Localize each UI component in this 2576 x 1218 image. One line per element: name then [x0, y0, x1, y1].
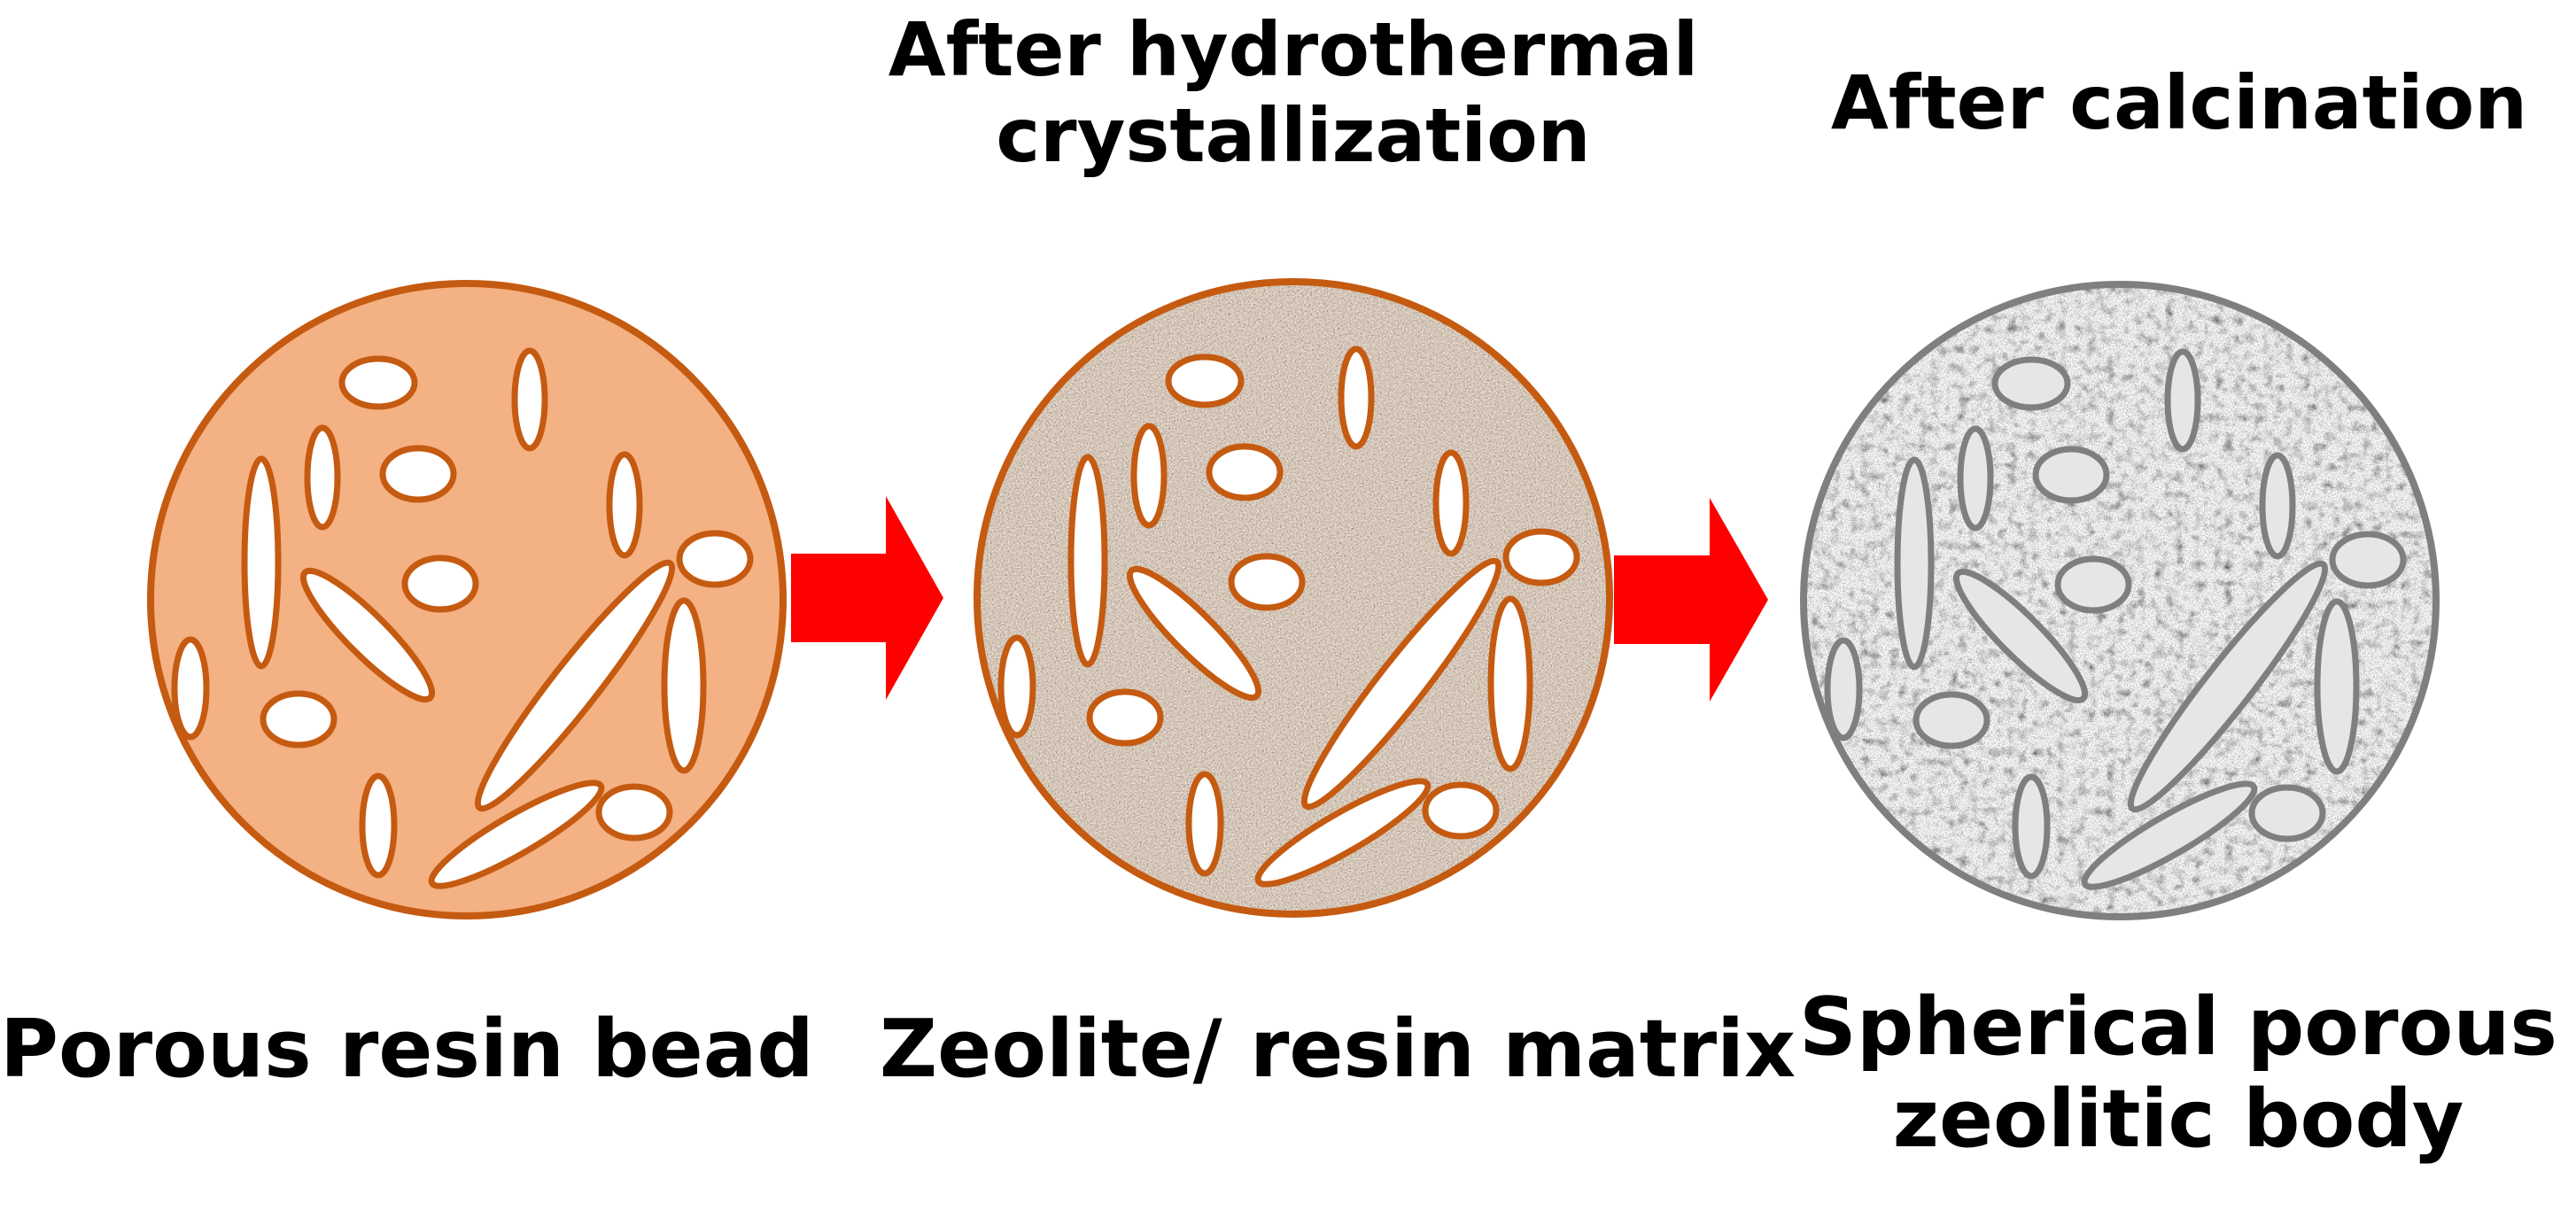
pore — [2032, 446, 2110, 504]
zeolite-resin-matrix-bead — [974, 278, 1613, 918]
arrow-right-icon — [791, 496, 943, 700]
label-line: zeolitic body — [1892, 1073, 2464, 1167]
pore — [1913, 691, 1990, 749]
stage-label-bottom-zeolitic-body: Spherical porous zeolitic body — [1781, 981, 2576, 1167]
pore — [1165, 353, 1245, 408]
pore — [2127, 560, 2329, 813]
pore — [1185, 771, 1224, 877]
pore — [2314, 598, 2360, 775]
bead-outline — [974, 278, 1613, 918]
pore — [2081, 780, 2258, 890]
pore — [1206, 443, 1284, 501]
pore — [661, 597, 707, 774]
pore — [1991, 356, 2071, 411]
bead-outline — [1800, 281, 2440, 920]
arrow-right-icon — [1614, 498, 1768, 702]
pore — [260, 690, 338, 749]
pore — [428, 780, 605, 889]
stage-label-bottom-resin: Porous resin bead — [0, 1003, 814, 1096]
pore — [299, 567, 436, 703]
pore — [676, 530, 754, 588]
pore — [1502, 528, 1580, 586]
pore — [997, 634, 1036, 739]
pore — [1126, 565, 1262, 702]
pore — [1422, 781, 1500, 840]
pore — [1338, 345, 1375, 450]
pore — [1487, 595, 1533, 772]
pore — [241, 455, 282, 670]
pore — [1067, 454, 1108, 668]
pore — [401, 555, 479, 613]
stage-label-top-calcination: After calcination — [1789, 59, 2569, 146]
label-line: crystallization — [996, 92, 1591, 180]
pore — [1432, 449, 1470, 557]
pore — [1300, 557, 1502, 811]
pore — [1894, 456, 1935, 671]
label-line: Porous resin bead — [0, 1003, 814, 1096]
pore — [379, 445, 457, 503]
stage-label-bottom-matrix: Zeolite/ resin matrix — [850, 1003, 1825, 1096]
pore — [474, 559, 676, 812]
pore — [1957, 425, 1994, 531]
pore — [304, 424, 341, 531]
pore — [359, 772, 398, 879]
bead-outline — [147, 280, 787, 919]
pore — [511, 347, 548, 452]
pore — [2054, 555, 2132, 614]
pore — [171, 636, 210, 741]
pore — [595, 783, 673, 842]
label-line: Zeolite/ resin matrix — [879, 1003, 1796, 1096]
pore — [606, 451, 643, 559]
pore — [2012, 773, 2051, 880]
stage-label-top-hydrothermal: After hydrothermal crystallization — [806, 6, 1781, 180]
pore — [1824, 637, 1863, 741]
pore — [1254, 778, 1432, 888]
pore — [1130, 423, 1168, 529]
label-line: After calcination — [1830, 59, 2528, 146]
pore — [2329, 531, 2407, 589]
spherical-porous-zeolitic-body-bead — [1800, 281, 2440, 920]
pore — [2164, 348, 2201, 453]
label-line: After hydrothermal — [888, 6, 1699, 93]
pore — [2259, 452, 2296, 560]
pore — [338, 355, 418, 410]
pore — [1086, 688, 1164, 747]
pore — [1228, 553, 1306, 611]
label-line: Spherical porous — [1799, 981, 2557, 1074]
porous-resin-bead — [147, 280, 787, 919]
pore — [1952, 568, 2089, 704]
pore — [2248, 784, 2326, 842]
